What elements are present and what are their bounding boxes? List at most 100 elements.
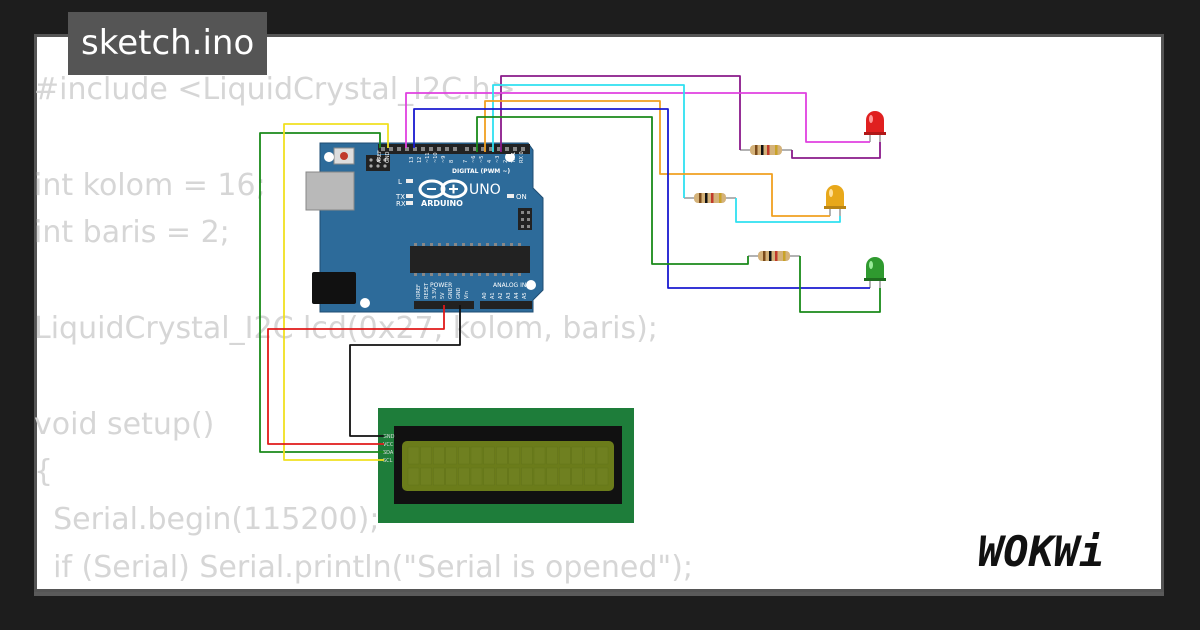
lcd-char-cell	[533, 467, 546, 486]
lcd-char-cell	[521, 446, 533, 465]
lcd-char-cell	[458, 467, 470, 486]
icsp-header	[366, 155, 390, 171]
lcd-char-cell	[571, 446, 583, 465]
pin-label: AREF	[377, 150, 383, 163]
canvas-shadow	[34, 592, 1164, 596]
lcd-char-cell	[445, 467, 457, 486]
lcd-char-cell	[496, 446, 508, 465]
lcd-pin-label: SCL	[383, 458, 393, 464]
led-red[interactable]	[864, 111, 886, 142]
lcd-char-cell	[584, 446, 596, 465]
lcd-char-cell	[420, 446, 432, 465]
code-line: Serial.begin(115200);	[34, 502, 380, 538]
lcd-char-cell	[433, 446, 445, 465]
led-on-label: ON	[516, 193, 527, 201]
led-tx-label: TX	[395, 193, 405, 201]
digital-header-label: DIGITAL (PWM ~)	[452, 168, 510, 175]
wokwi-logo: WOKWi	[978, 527, 1104, 576]
led-yellow[interactable]	[824, 185, 846, 216]
wire-orange[interactable]	[484, 100, 830, 217]
pin-label: GND	[456, 287, 462, 299]
lcd-char-cell	[508, 467, 520, 486]
lcd-char-cell	[559, 467, 571, 486]
lcd-char-cell	[533, 446, 546, 465]
wire-cyan[interactable]	[492, 84, 685, 198]
pin-label: ~11	[425, 152, 431, 163]
lcd-char-cell	[483, 467, 495, 486]
wire-blue[interactable]	[413, 108, 870, 289]
lcd-pin-label: SDA	[383, 450, 394, 456]
wire-purple[interactable]	[500, 75, 741, 152]
lcd-char-cell	[546, 467, 558, 486]
power-header-label: POWER	[430, 282, 452, 289]
lcd-char-cell	[559, 446, 571, 465]
pin-label: GND	[385, 151, 391, 163]
pin-label: ~5	[479, 156, 485, 163]
code-line: #include <LiquidCrystal_I2C.h>	[34, 72, 516, 107]
lcd-char-cell	[496, 467, 508, 486]
lcd-char-cell	[470, 467, 483, 486]
wire-cyan-2[interactable]	[735, 198, 841, 223]
lcd-char-cell	[445, 446, 457, 465]
led-green[interactable]	[864, 257, 886, 288]
analog-header-label: ANALOG IN	[493, 282, 526, 289]
wire-green-2[interactable]	[799, 256, 881, 313]
lcd-1602-i2c[interactable]: GND VCC SDA SCL	[378, 408, 634, 523]
pin-label: RX 0	[519, 151, 525, 163]
wire-green-sda[interactable]	[259, 132, 384, 453]
pin-label: IOREF	[416, 284, 422, 299]
lcd-char-cell	[521, 467, 533, 486]
wire-red-vcc[interactable]	[267, 305, 445, 445]
lcd-pin-label: VCC	[383, 442, 394, 448]
pin-label: A2	[498, 292, 504, 299]
arduino-logo-icon	[418, 179, 468, 199]
pin-label: Vin	[464, 291, 470, 299]
pin-label: 2	[503, 160, 509, 163]
pin-label: 7	[463, 160, 469, 163]
pin-label: A3	[506, 292, 512, 299]
board-brand: ARDUINO	[421, 199, 463, 208]
pin-label: 13	[409, 157, 415, 163]
lcd-char-cell	[546, 446, 558, 465]
lcd-pin-label: GND	[383, 434, 395, 440]
code-line: {	[34, 454, 54, 490]
pin-label: 3.3V	[432, 287, 438, 299]
microcontroller-chip	[410, 246, 530, 273]
pin-label: ~6	[471, 156, 477, 163]
lcd-char-cell	[420, 467, 432, 486]
pin-label: 12	[417, 157, 423, 163]
pin-label: TX 1	[511, 152, 517, 164]
wire-yellow-scl[interactable]	[283, 123, 389, 461]
led-rx-label: RX	[396, 200, 406, 208]
lcd-char-cell	[596, 446, 609, 465]
lcd-char-cell	[470, 446, 483, 465]
pin-label: A5	[522, 292, 528, 299]
code-line: int kolom = 16;	[34, 167, 266, 203]
pin-label: A1	[490, 292, 496, 299]
board-model: UNO	[469, 182, 501, 198]
arduino-uno-board[interactable]: DIGITAL (PWM ~) AREF GND 13 12 ~11 ~10 ~…	[305, 142, 544, 313]
resistor-3[interactable]	[748, 251, 800, 261]
wire-black-gnd[interactable]	[349, 305, 461, 437]
pin-label: A4	[514, 292, 520, 299]
pin-label: RESET	[424, 282, 430, 299]
pin-label: 5V	[440, 292, 446, 299]
resistor-1[interactable]	[740, 145, 792, 155]
lcd-char-cell	[407, 446, 420, 465]
pin-label: 4	[487, 160, 493, 163]
pin-label: GND	[448, 287, 454, 299]
lcd-char-cell	[584, 467, 596, 486]
resistor-2[interactable]	[684, 193, 736, 203]
pin-label: 8	[449, 160, 455, 163]
pin-label: ~10	[433, 152, 439, 163]
code-line: int baris = 2;	[34, 215, 230, 251]
code-line: void setup()	[34, 406, 215, 442]
wire-purple-2[interactable]	[791, 142, 881, 159]
wire-magenta[interactable]	[405, 92, 870, 148]
pin-label: ~3	[495, 156, 501, 163]
lcd-char-cell	[458, 446, 470, 465]
file-tab-sketch[interactable]: sketch.ino	[68, 12, 268, 75]
wire-green[interactable]	[476, 116, 749, 265]
wokwi-logo-text: WOKWi	[978, 527, 1104, 576]
